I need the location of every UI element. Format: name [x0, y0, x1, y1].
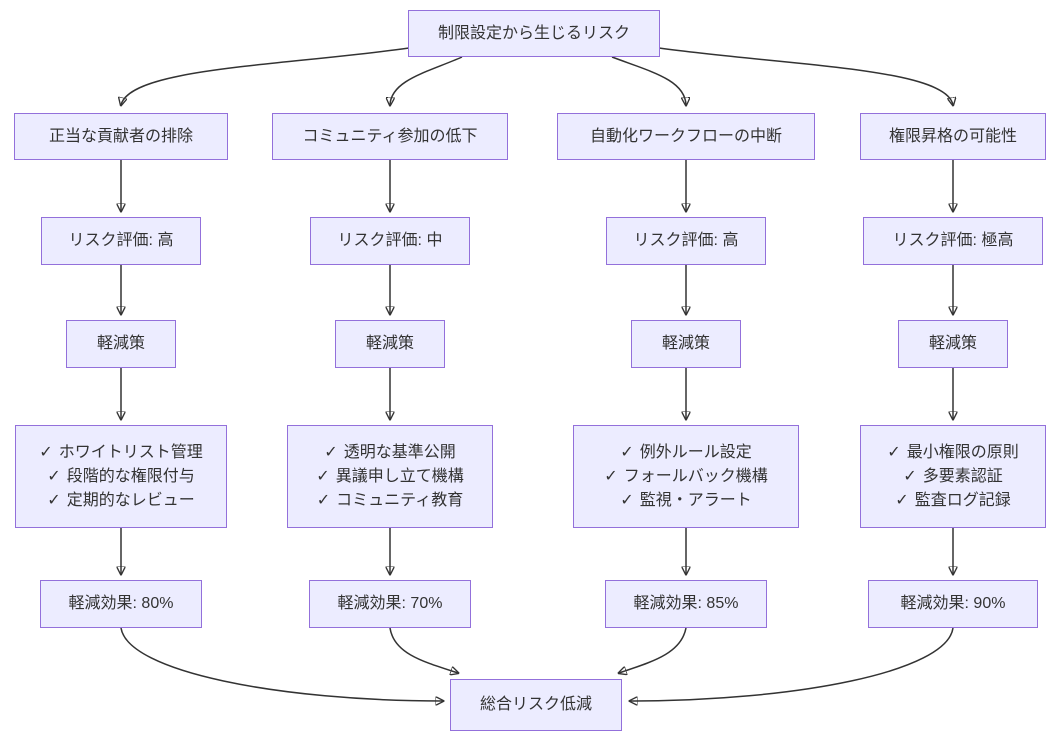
check-icon: ✓ [316, 467, 330, 485]
check-icon: ✓ [620, 443, 634, 461]
measure-item: ✓ 例外ルール設定 [620, 443, 751, 463]
measure-text: コミュニティ教育 [336, 491, 464, 509]
check-icon: ✓ [887, 443, 901, 461]
measure-item: ✓ 多要素認証 [903, 467, 1002, 487]
measure-text: 多要素認証 [922, 467, 1003, 485]
check-icon: ✓ [903, 467, 917, 485]
node-assessment-3: リスク評価: 高 [606, 217, 766, 265]
node-effect-1: 軽減効果: 80% [40, 580, 202, 628]
measure-text: 段階的な権限付与 [66, 467, 195, 485]
measure-item: ✓ フォールバック機構 [604, 467, 767, 487]
measure-text: 最小権限の原則 [906, 443, 1019, 461]
node-effect-4: 軽減効果: 90% [868, 580, 1038, 628]
edge-root-risk2 [390, 56, 463, 105]
edge-eff3-sink [619, 627, 687, 673]
measure-text: 定期的なレビュー [66, 491, 195, 509]
check-icon: ✓ [39, 443, 53, 461]
edge-root-risk3 [611, 56, 686, 105]
edge-eff2-sink [389, 627, 458, 673]
node-assessment-4: リスク評価: 極高 [863, 217, 1043, 265]
measure-text: 例外ルール設定 [639, 443, 752, 461]
measure-item: ✓ コミュニティ教育 [317, 491, 463, 511]
check-icon: ✓ [47, 467, 61, 485]
measure-item: ✓ 監視・アラート [620, 491, 751, 511]
node-mitigation-2: 軽減策 [335, 320, 445, 368]
node-mitigation-4: 軽減策 [898, 320, 1008, 368]
node-risk-3: 自動化ワークフローの中断 [557, 113, 815, 160]
measure-item: ✓ 段階的な権限付与 [47, 467, 194, 487]
node-mitigation-3: 軽減策 [631, 320, 741, 368]
measure-item: ✓ 透明な基準公開 [324, 443, 455, 463]
measure-text: 監視・アラート [639, 491, 752, 509]
edge-root-risk1 [121, 47, 410, 105]
edge-root-risk4 [658, 47, 953, 105]
node-measures-1: ✓ ホワイトリスト管理 ✓ 段階的な権限付与 ✓ 定期的なレビュー [15, 425, 227, 528]
node-measures-4: ✓ 最小権限の原則 ✓ 多要素認証 ✓ 監査ログ記録 [860, 425, 1046, 528]
check-icon: ✓ [895, 491, 909, 509]
node-mitigation-1: 軽減策 [66, 320, 176, 368]
measure-item: ✓ 定期的なレビュー [47, 491, 194, 511]
measure-item: ✓ 異議申し立て機構 [316, 467, 463, 487]
node-risk-1: 正当な貢献者の排除 [14, 113, 228, 160]
node-measures-2: ✓ 透明な基準公開 ✓ 異議申し立て機構 ✓ コミュニティ教育 [287, 425, 493, 528]
check-icon: ✓ [604, 467, 618, 485]
measure-item: ✓ 監査ログ記録 [895, 491, 1010, 511]
check-icon: ✓ [316, 491, 331, 509]
node-assessment-1: リスク評価: 高 [41, 217, 201, 265]
edge-eff4-sink [630, 627, 954, 701]
measure-text: ホワイトリスト管理 [58, 443, 203, 461]
node-risk-2: コミュニティ参加の低下 [272, 113, 508, 160]
node-assessment-2: リスク評価: 中 [310, 217, 470, 265]
measure-text: 監査ログ記録 [914, 491, 1011, 509]
check-icon: ✓ [620, 491, 634, 509]
edge-eff1-sink [120, 627, 443, 701]
measure-text: 透明な基準公開 [343, 443, 456, 461]
check-icon: ✓ [324, 443, 338, 461]
measure-text: フォールバック機構 [623, 467, 768, 485]
node-measures-3: ✓ 例外ルール設定 ✓ フォールバック機構 ✓ 監視・アラート [573, 425, 799, 528]
node-risk-4: 権限昇格の可能性 [860, 113, 1046, 160]
check-icon: ✓ [47, 491, 61, 509]
node-root: 制限設定から生じるリスク [408, 10, 660, 57]
measure-text: 異議申し立て機構 [335, 467, 464, 485]
measure-item: ✓ ホワイトリスト管理 [39, 443, 202, 463]
node-sink: 総合リスク低減 [450, 679, 622, 731]
measure-item: ✓ 最小権限の原則 [887, 443, 1018, 463]
node-effect-2: 軽減効果: 70% [309, 580, 471, 628]
node-effect-3: 軽減効果: 85% [605, 580, 767, 628]
